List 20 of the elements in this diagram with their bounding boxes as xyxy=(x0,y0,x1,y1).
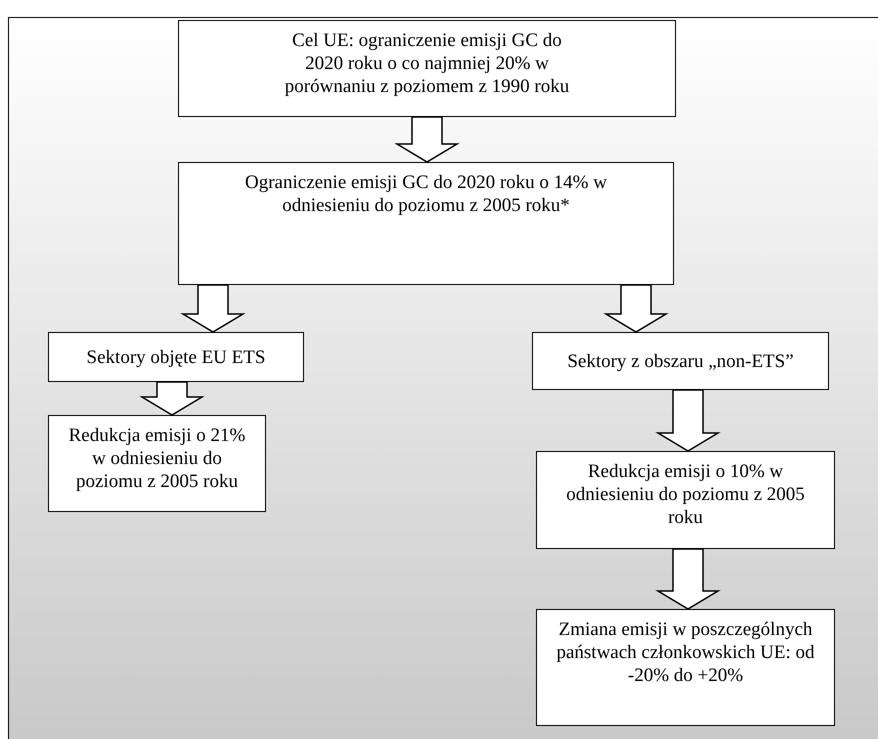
box-text: Zmiana emisji w poszczególnych państwach członkowskich UE: od -20% do +20% xyxy=(555,618,816,687)
goal-box xyxy=(178,20,676,117)
box-text: Redukcja emisji o 10% w odniesieniu do poziomu z 2005 roku xyxy=(565,460,806,529)
sector-box xyxy=(532,332,829,390)
target-box xyxy=(536,609,835,726)
box-text: Cel UE: ograniczenie emisji GC do 2020 roku o co najmniej 20% w porównaniu z poziomem z 1990 roku xyxy=(284,29,570,98)
box-text: Sektory z obszaru „non-ETS” xyxy=(567,350,794,372)
target-box xyxy=(48,415,266,512)
sector-box xyxy=(48,332,304,382)
target-box xyxy=(536,451,835,549)
block-arrow xyxy=(655,389,721,452)
block-arrow xyxy=(139,381,205,416)
block-arrow xyxy=(394,116,460,163)
box-text: Ograniczenie emisji GC do 2020 roku o 14% w odniesieniu do poziomu z 2005 roku* xyxy=(244,171,608,217)
box-text: Redukcja emisji o 21% w odniesieniu do poziomu z 2005 roku xyxy=(68,424,246,493)
block-arrow xyxy=(180,284,246,333)
block-arrow xyxy=(655,548,721,610)
box-text: Sektory objęte EU ETS xyxy=(86,346,266,368)
goal-box xyxy=(178,162,674,285)
block-arrow xyxy=(603,284,669,333)
